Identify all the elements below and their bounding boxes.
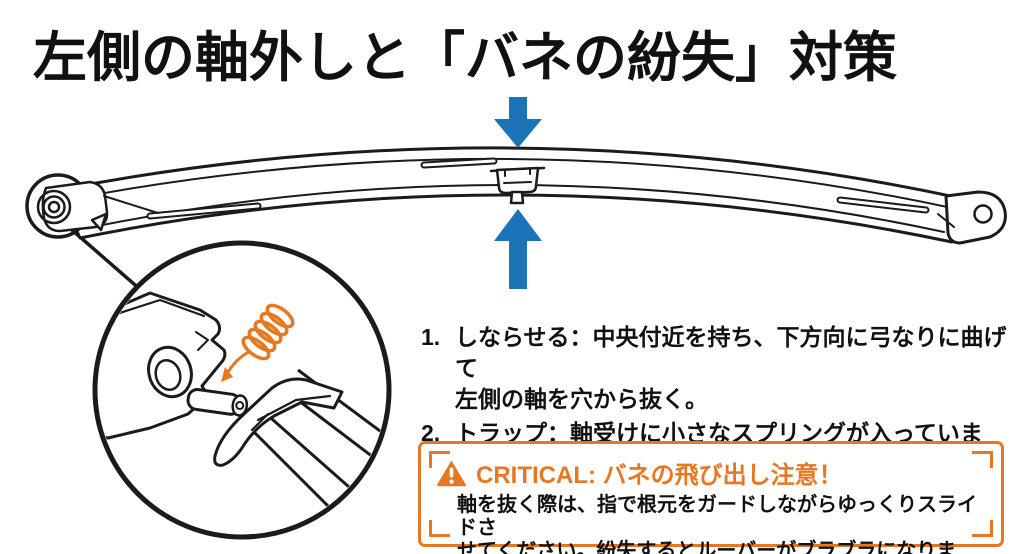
center-clip: [489, 166, 546, 205]
warning-header: CRITICAL: バネの飛び出し注意！: [436, 455, 1001, 490]
warning-body: 軸を抜く際は、指で根元をガードしながらゆっくりスライドさ せてください。紛失する…: [457, 494, 977, 554]
louver-bracket: [213, 377, 344, 467]
corner-bracket: [429, 520, 450, 537]
instruction-number: 2.: [421, 420, 441, 446]
arrow-down-icon: [494, 97, 542, 148]
shaft-pin: [186, 388, 249, 417]
warning-title: CRITICAL: バネの飛び出し注意！: [476, 462, 843, 489]
corner-bracket: [972, 520, 993, 537]
corner-bracket: [972, 451, 993, 468]
critical-warning-box: CRITICAL: バネの飛び出し注意！ 軸を抜く際は、指で根元をガードしながら…: [418, 441, 1004, 554]
instruction-text: しならせる：中央付近を持ち、下方向に弓なりに曲げて 左側の軸を穴から抜く。: [455, 324, 1007, 412]
spring-guide-arrow-icon: [221, 350, 250, 382]
louver-bar: [25, 146, 1007, 245]
right-end-cap: [937, 190, 1007, 245]
warning-triangle-icon: [437, 460, 466, 486]
corner-bracket: [429, 451, 450, 468]
page-title: 左側の軸外しと「バネの紛失」対策: [33, 28, 897, 88]
instruction-item-1: 1. しならせる：中央付近を持ち、下方向に弓なりに曲げて 左側の軸を穴から抜く。: [421, 322, 1016, 415]
arrow-up-icon: [494, 209, 542, 289]
instruction-number: 1.: [421, 324, 441, 350]
spring-icon: [241, 303, 295, 361]
left-pivot-boss: [25, 173, 159, 239]
louver-bar-slots: [146, 157, 930, 220]
louver-bar-topface-line: [65, 157, 953, 209]
